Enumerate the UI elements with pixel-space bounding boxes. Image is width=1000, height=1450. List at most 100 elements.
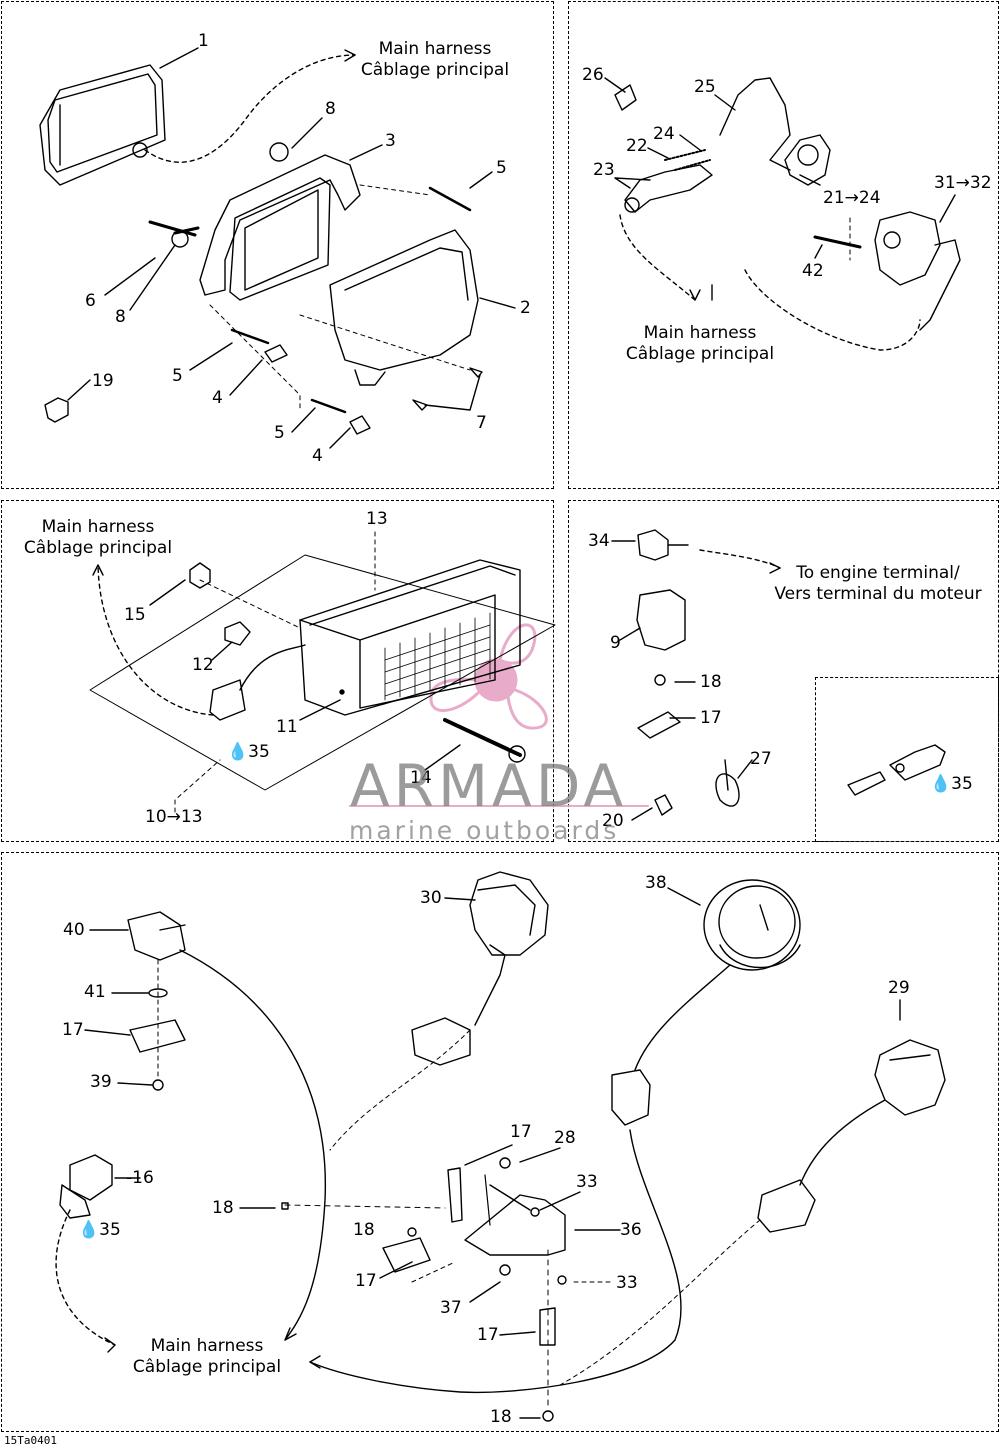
callout: 15	[124, 605, 146, 625]
gauge-icon	[634, 879, 801, 1071]
callout: 33	[616, 1273, 638, 1293]
panel-headlight	[1, 1, 554, 489]
screw-icon	[148, 220, 197, 237]
callout: 17	[510, 1122, 532, 1142]
screw-icon	[152, 1079, 164, 1091]
screw-icon	[813, 235, 862, 249]
callout: 11	[276, 717, 298, 737]
callout: 33	[576, 1172, 598, 1192]
tie-wrap-icon	[715, 773, 740, 807]
diagram-code: 15Ta0401	[4, 1434, 57, 1447]
callout: 28	[554, 1128, 576, 1148]
connector-icon	[611, 1069, 651, 1126]
screw-icon	[230, 328, 270, 345]
headlight-lens-icon	[39, 64, 166, 186]
pin-icon	[664, 149, 706, 161]
panel-terminal	[568, 500, 999, 842]
wire-icon	[309, 1129, 682, 1394]
screw-icon	[542, 1410, 554, 1422]
screw-icon	[407, 1227, 417, 1237]
nut-icon	[349, 415, 371, 435]
callout: 18	[490, 1407, 512, 1427]
screw-icon	[654, 794, 673, 816]
headlight-bracket-icon	[199, 154, 361, 301]
callout: 41	[84, 982, 106, 1002]
screw-icon	[310, 398, 347, 414]
callout: 40	[63, 920, 85, 940]
callout: 26	[582, 65, 604, 85]
callout: 17	[62, 1020, 84, 1040]
fuse-holder-icon	[847, 744, 946, 796]
callout: 19	[92, 371, 114, 391]
callout: 💧35	[930, 774, 973, 794]
callout: 7	[476, 413, 487, 433]
callout: 4	[312, 446, 323, 466]
engine-terminal-note: To engine terminal/Vers terminal du mote…	[774, 563, 982, 604]
callout: 💧35	[227, 742, 270, 762]
callout: 18	[700, 672, 722, 692]
callout: 21→24	[823, 188, 881, 208]
boot-icon	[636, 589, 686, 651]
terminal-icon	[637, 529, 669, 561]
clip-icon	[129, 1019, 186, 1053]
bulb-icon	[224, 621, 251, 646]
callout: 31→32	[934, 173, 992, 193]
callout: 10→13	[145, 807, 203, 827]
switch-housing-icon	[874, 211, 961, 331]
screw-icon	[654, 674, 666, 686]
panel-taillight	[1, 500, 554, 842]
clip-icon	[447, 1167, 463, 1223]
washer-icon	[148, 988, 168, 998]
clip-icon	[44, 397, 69, 423]
callout: 13	[366, 509, 388, 529]
callout: 17	[477, 1325, 499, 1345]
callout: 8	[325, 99, 336, 119]
screw-icon	[412, 399, 428, 411]
panel-gauges	[1, 852, 999, 1432]
screw-icon	[443, 718, 522, 757]
callout: 24	[653, 124, 675, 144]
panel-terminal-inset	[815, 677, 999, 842]
callout: 17	[700, 708, 722, 728]
wire-icon	[719, 77, 791, 171]
callout: 4	[212, 388, 223, 408]
callout: 20	[602, 811, 624, 831]
switch-icon	[784, 134, 831, 186]
callout: 6	[85, 291, 96, 311]
callout: 23	[593, 160, 615, 180]
watermark-brand: ARMADA	[350, 752, 628, 820]
screw-icon	[428, 186, 472, 212]
gauge-icon	[469, 871, 549, 1026]
nut-icon	[557, 1275, 567, 1285]
clip-icon	[382, 1237, 431, 1273]
wire-icon	[179, 949, 327, 1341]
connector-icon	[624, 164, 713, 213]
callout: 27	[750, 749, 772, 769]
callout: 2	[520, 298, 531, 318]
connector-icon	[757, 1179, 816, 1233]
callout: 42	[802, 261, 824, 281]
callout: 25	[694, 77, 716, 97]
callout: 5	[172, 366, 183, 386]
nut-icon	[530, 1207, 540, 1217]
callout: 38	[645, 873, 667, 893]
callout: 14	[410, 768, 432, 788]
callout: 37	[440, 1298, 462, 1318]
nut-icon	[499, 1264, 511, 1276]
callout: 29	[888, 978, 910, 998]
callout: 3	[385, 131, 396, 151]
callout: 12	[192, 655, 214, 675]
callout: 5	[496, 158, 507, 178]
watermark-tagline: marine outboards	[349, 816, 620, 845]
nut-icon	[264, 344, 288, 363]
callout: 17	[355, 1271, 377, 1291]
connector-icon	[127, 911, 186, 961]
headlight-housing-icon	[329, 229, 479, 386]
callout: 30	[420, 888, 442, 908]
callout: 💧35	[78, 1220, 121, 1240]
callout: -16	[126, 1168, 154, 1188]
